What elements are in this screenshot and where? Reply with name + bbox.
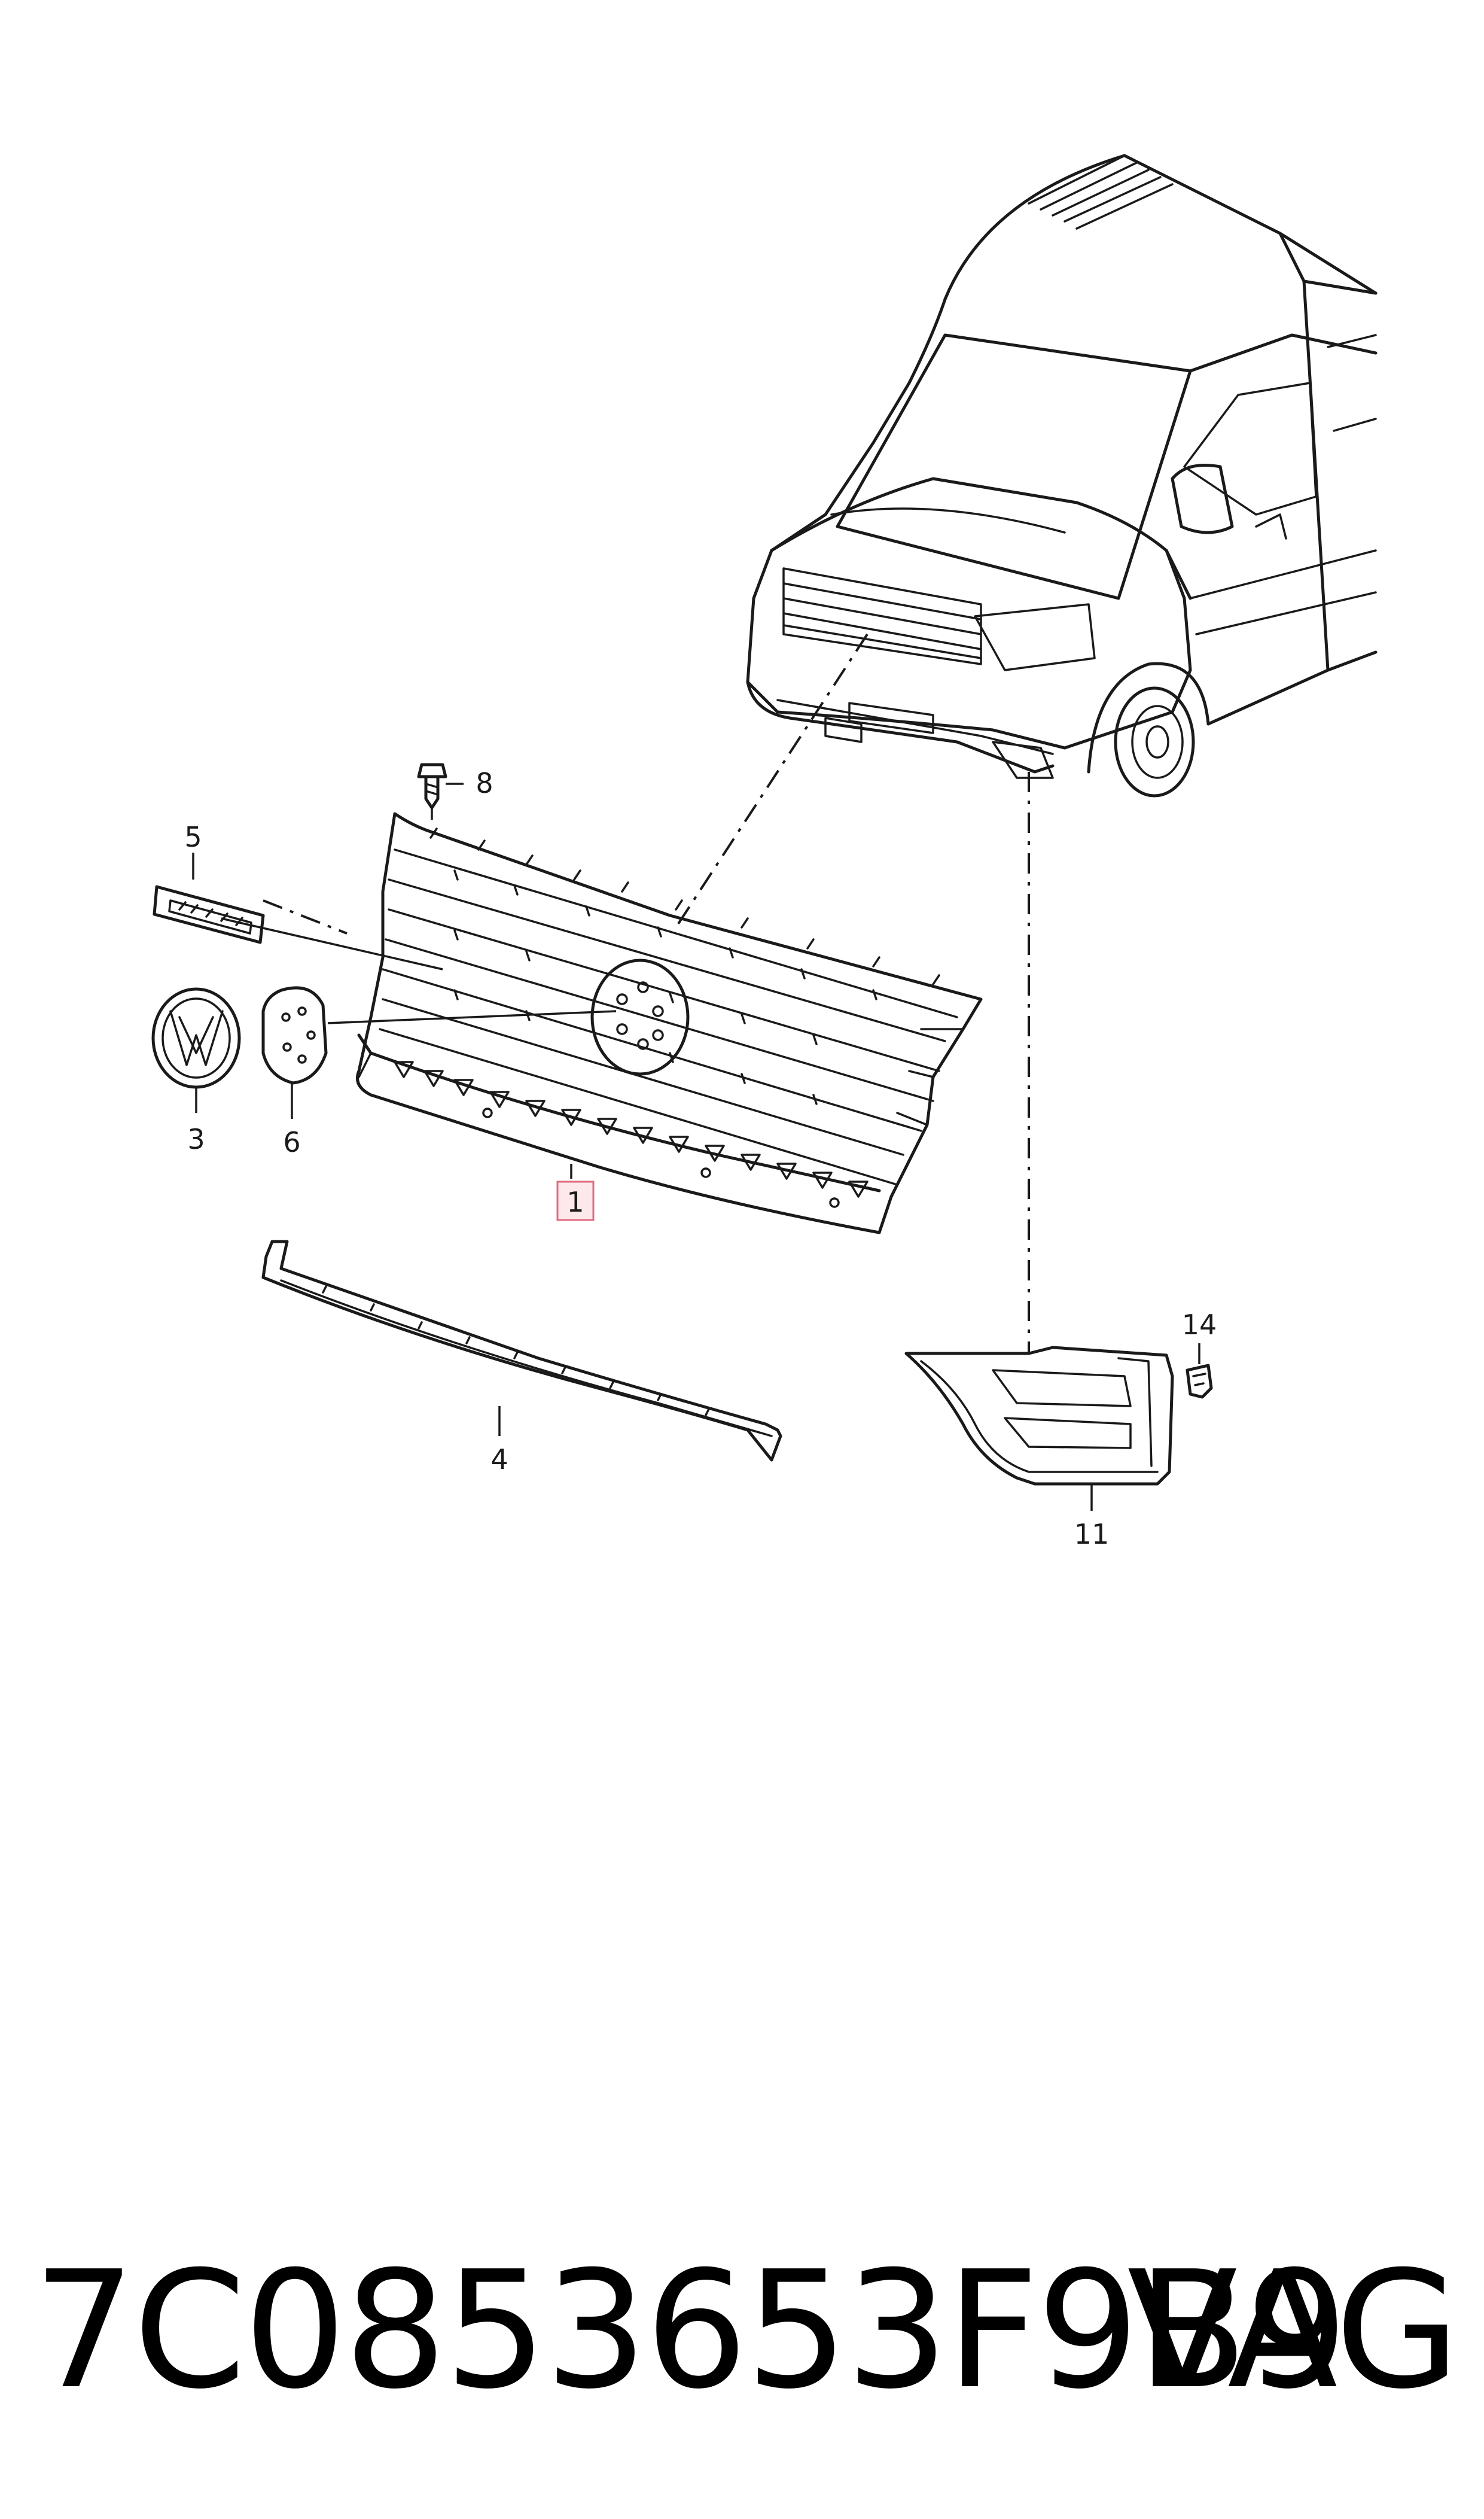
vw-emblem: [151, 987, 241, 1089]
callout-6[interactable]: 6: [283, 1126, 300, 1158]
emotion-badge: [153, 885, 265, 944]
emblem-carrier: [261, 986, 328, 1085]
callout-1[interactable]: 1: [566, 1186, 584, 1218]
callout-8[interactable]: 8: [476, 767, 493, 799]
callout-5[interactable]: 5: [184, 821, 202, 853]
foglamp-cover: [904, 1346, 1174, 1486]
van-illustration: [746, 154, 1378, 798]
van-grille: [782, 567, 982, 665]
screw: [417, 763, 464, 820]
leader-grille: [675, 633, 869, 929]
callout-1-highlight: [556, 1181, 595, 1221]
radiator-grille: [356, 812, 983, 1234]
callout-11[interactable]: 11: [1074, 1518, 1110, 1550]
callout-14[interactable]: 14: [1182, 1309, 1217, 1341]
brand-label: VAG: [1127, 2236, 1460, 2424]
trim-strip: [261, 1240, 782, 1462]
lower-openings: [394, 1061, 869, 1208]
clip: [1186, 1364, 1213, 1399]
part-number: 7C0853653F9B9: [33, 2236, 1348, 2424]
callout-4[interactable]: 4: [490, 1443, 508, 1475]
parts-diagram: 1 3 4 5 6 8 11 14: [151, 154, 1378, 1550]
callout-3[interactable]: 3: [187, 1123, 205, 1155]
